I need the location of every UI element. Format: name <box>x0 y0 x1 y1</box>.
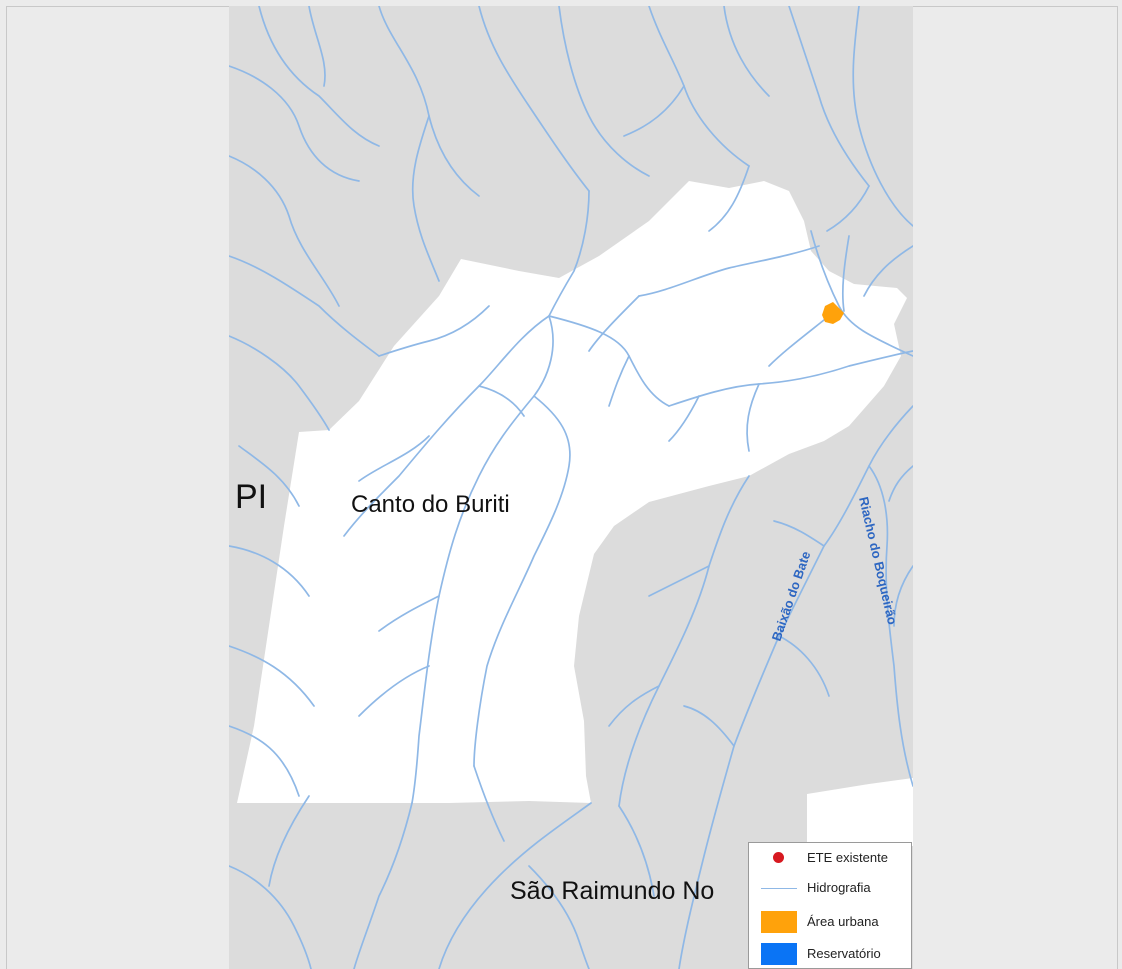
river-line <box>618 475 750 807</box>
neighbor-municipality-label: São Raimundo No <box>510 877 714 905</box>
blue-line-icon <box>761 879 797 897</box>
red-dot-icon <box>761 849 797 867</box>
map-legend: ETE existente Hidrografia Área urbana Re… <box>748 842 912 969</box>
river-line <box>746 383 760 452</box>
river-line <box>588 295 640 352</box>
map-canvas[interactable]: PI Canto do Buriti São Raimundo No Baixã… <box>229 6 913 969</box>
river-line <box>229 645 315 707</box>
river-line <box>826 185 870 232</box>
river-line <box>268 795 310 887</box>
legend-item-area-urbana: Área urbana <box>749 909 913 933</box>
river-line <box>229 65 360 182</box>
river-line <box>229 725 300 797</box>
river-line <box>438 802 592 969</box>
river-line <box>773 520 825 547</box>
river-line <box>548 190 590 317</box>
legend-label: Área urbana <box>807 914 879 929</box>
map-svg: PI Canto do Buriti São Raimundo No Baixã… <box>229 6 913 969</box>
river-line <box>238 445 300 507</box>
river-line <box>258 6 380 147</box>
river-line <box>378 595 440 632</box>
river-line <box>648 565 710 597</box>
river-line <box>343 315 550 537</box>
river-line <box>638 245 820 297</box>
hydrography-network <box>229 6 913 969</box>
river-line <box>668 395 700 442</box>
river-line <box>778 635 830 697</box>
legend-label: Reservatório <box>807 946 881 961</box>
river-line <box>229 335 330 431</box>
river-line <box>473 395 571 767</box>
river-line <box>478 6 590 192</box>
legend-item-hidrografia: Hidrografia <box>749 875 913 899</box>
legend-item-ete: ETE existente <box>749 845 913 869</box>
river-line <box>768 315 830 367</box>
river-line <box>358 665 430 717</box>
river-line <box>841 235 850 312</box>
river-line <box>852 6 913 227</box>
river-line <box>353 802 413 969</box>
river-line <box>528 865 590 969</box>
legend-label: ETE existente <box>807 850 888 865</box>
river-line <box>478 385 525 417</box>
river-line <box>810 230 913 357</box>
river-line <box>378 305 490 357</box>
river-line <box>868 465 913 787</box>
river-line <box>863 245 913 297</box>
river-line <box>358 435 430 482</box>
river-line <box>683 705 735 747</box>
river-line <box>473 765 505 842</box>
orange-square-icon <box>761 911 797 933</box>
river-line <box>608 685 660 727</box>
river-line <box>229 255 380 357</box>
river-line <box>308 6 326 87</box>
blue-square-icon <box>761 943 797 965</box>
river-line <box>668 350 913 407</box>
river-line <box>608 355 630 407</box>
river-line <box>229 545 310 597</box>
river-line <box>678 405 913 969</box>
municipality-area <box>237 181 907 803</box>
urban-area-polygon <box>822 302 844 324</box>
legend-label: Hidrografia <box>807 880 871 895</box>
river-line <box>788 6 870 187</box>
river-line <box>618 805 655 897</box>
river-line <box>888 465 913 502</box>
river-line <box>411 315 554 804</box>
state-label: PI <box>235 478 267 516</box>
river-line <box>229 865 312 969</box>
legend-item-reservatorio: Reservatório <box>749 941 913 965</box>
river-line <box>723 6 770 97</box>
river-line <box>708 165 750 232</box>
river-line <box>893 565 913 627</box>
municipality-label: Canto do Buriti <box>351 491 510 518</box>
river-line <box>411 115 440 282</box>
river-line <box>623 85 685 137</box>
river-line <box>229 155 340 307</box>
neighbor-area-patch <box>807 778 913 846</box>
river-line <box>558 6 650 177</box>
